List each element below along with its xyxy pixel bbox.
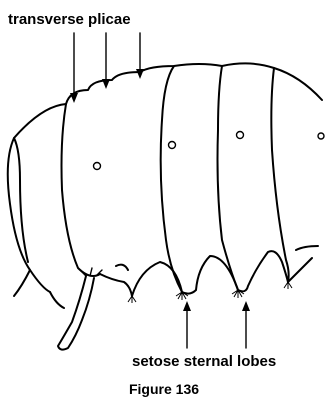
segment-1 [8,104,66,292]
segment-divider-1 [62,104,101,276]
setose-sternal-lobes-label: setose sternal lobes [132,353,276,370]
spiracle-1 [94,163,101,170]
segment-divider-2 [161,66,182,292]
spiracle-3 [237,132,244,139]
segment-1-lower [14,270,64,308]
dorsal-outline [66,63,322,104]
transverse-plicae-label: transverse plicae [8,11,131,28]
sternal-lobe-arrows [187,306,246,348]
leg [58,276,94,350]
setae [128,282,292,303]
figure-caption: Figure 136 [129,381,199,397]
segment-2-lower [116,265,128,270]
plicae-arrows [74,33,140,98]
spiracle-2 [169,142,176,149]
segment-divider-4 [271,68,288,282]
ventral-outline [100,251,288,296]
segment-5 [288,246,318,282]
segment-divider-3 [218,66,239,290]
segment-1-front [14,138,28,262]
larva-body [8,63,324,349]
spiracle-4 [318,133,324,139]
